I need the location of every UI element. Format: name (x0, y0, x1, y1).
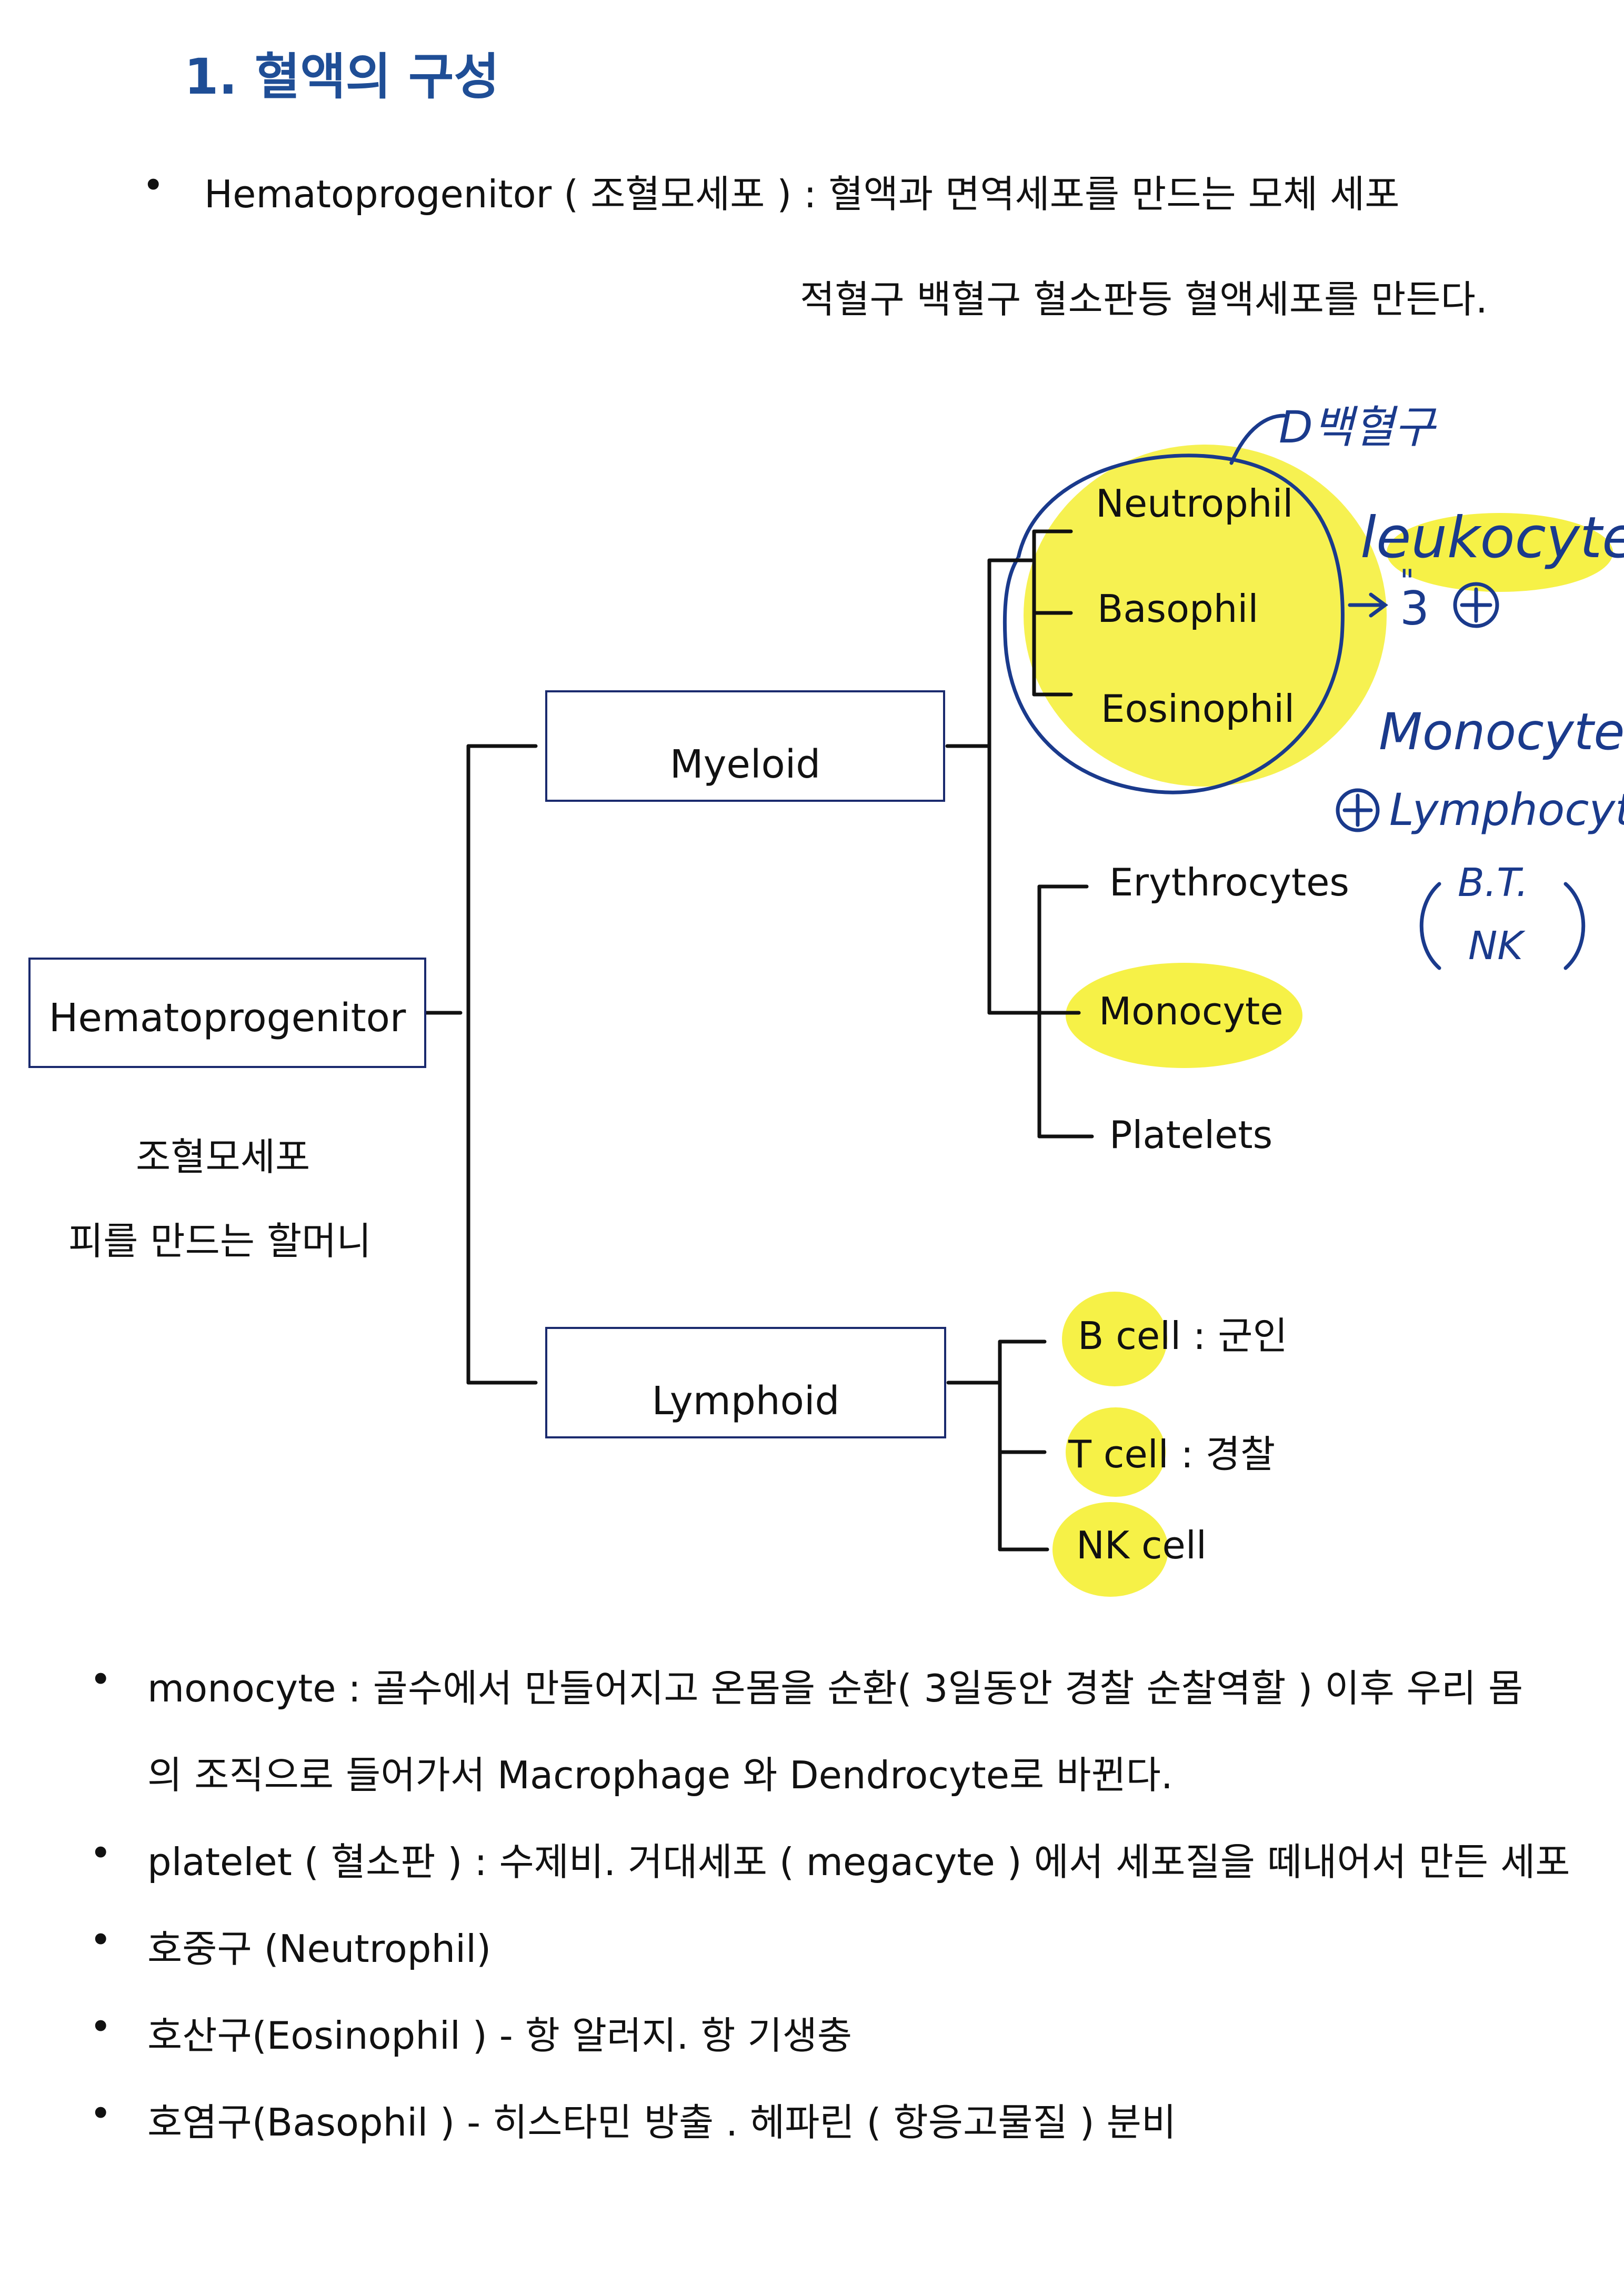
note-text: monocyte : 골수에서 만들어지고 온몸을 순환( 3일동안 경찰 순찰… (147, 1666, 1523, 1710)
handwritten-lymphocyte: Lymphocyte (1389, 784, 1624, 835)
bullet-marker: • (89, 2091, 112, 2136)
bcell-highlight (1062, 1292, 1167, 1386)
hematoprogenitor-box: Hematoprogenitor (28, 958, 426, 1068)
bcell-label: B cell : 군인 (1078, 1314, 1288, 1358)
paren-right (1563, 882, 1586, 970)
note-text: 호중구 (Neutrophil) (147, 1927, 492, 1971)
lymphoid-box: Lymphoid (545, 1327, 946, 1438)
handwritten-bt: B.T. (1458, 860, 1529, 905)
eosinophil-label: Eosinophil (1101, 687, 1295, 731)
bullet-marker: • (89, 1918, 112, 1962)
hematoprogenitor-label: Hematoprogenitor (48, 995, 406, 1041)
basophil-label: Basophil (1097, 587, 1259, 631)
note-text: 호산구(Eosinophil ) - 항 알러지. 항 기생충 (147, 2013, 853, 2058)
lymphoid-label: Lymphoid (651, 1378, 840, 1424)
granulocyte-highlight (1024, 445, 1387, 787)
plus-circle-2 (1336, 788, 1380, 832)
neutrophil-label: Neutrophil (1096, 481, 1294, 526)
plus-sign-1 (1460, 587, 1492, 623)
handwritten-leukocyte: leukocyte (1360, 505, 1624, 571)
intro-note: 적혈구 백혈구 혈소판등 혈액세포를 만든다. (800, 277, 1488, 321)
tcell-highlight (1066, 1407, 1166, 1497)
platelets-label: Platelets (1109, 1113, 1273, 1157)
bullet-marker: • (89, 2005, 112, 2049)
note-text: 호염구(Basophil ) - 히스타민 방출 . 헤파린 ( 항응고물질 )… (147, 2100, 1177, 2144)
note-text: 의 조직으로 들어가서 Macrophage 와 Dendrocyte로 바뀐다… (147, 1753, 1173, 1797)
arrow-three (1348, 592, 1388, 618)
note-text: platelet ( 혈소판 ) : 수제비. 거대세포 ( megacyte … (147, 1840, 1570, 1884)
page-title: 1. 혈액의 구성 (184, 48, 499, 106)
intro-text: Hematoprogenitor ( 조혈모세포 ) : 혈액과 면역세포를 만… (204, 172, 1400, 216)
myeloid-box: Myeloid (545, 690, 945, 802)
handwritten-nk: NK (1468, 923, 1523, 969)
paren-left (1419, 882, 1441, 970)
handwritten-equals: " (1400, 563, 1415, 600)
handwritten-three: 3 (1400, 581, 1429, 636)
monocyte-highlight (1066, 963, 1302, 1068)
tcell-label: T cell : 경찰 (1068, 1432, 1276, 1476)
plus-circle-1 (1453, 582, 1499, 628)
leukocyte-highlight (1387, 513, 1613, 592)
nkcell-highlight (1052, 1502, 1168, 1597)
bullet-marker: • (142, 163, 165, 207)
granulocyte-circle (1003, 454, 1345, 794)
handwritten-monocyte: Monocyte (1379, 702, 1624, 761)
handwritten-leukocyte-korean: D백혈구 (1279, 401, 1435, 453)
bullet-marker: • (89, 1657, 112, 1701)
monocyte-label: Monocyte (1099, 989, 1284, 1033)
arrow-curve (1229, 414, 1286, 465)
bullet-marker: • (89, 1831, 112, 1875)
myeloid-label: Myeloid (669, 742, 821, 787)
root-subtitle-desc: 피를 만드는 할머니 (68, 1219, 372, 1263)
erythrocytes-label: Erythrocytes (1109, 860, 1349, 904)
root-subtitle-korean: 조혈모세포 (136, 1135, 310, 1179)
nkcell-label: NK cell (1076, 1523, 1207, 1567)
plus-sign-2 (1342, 793, 1373, 827)
